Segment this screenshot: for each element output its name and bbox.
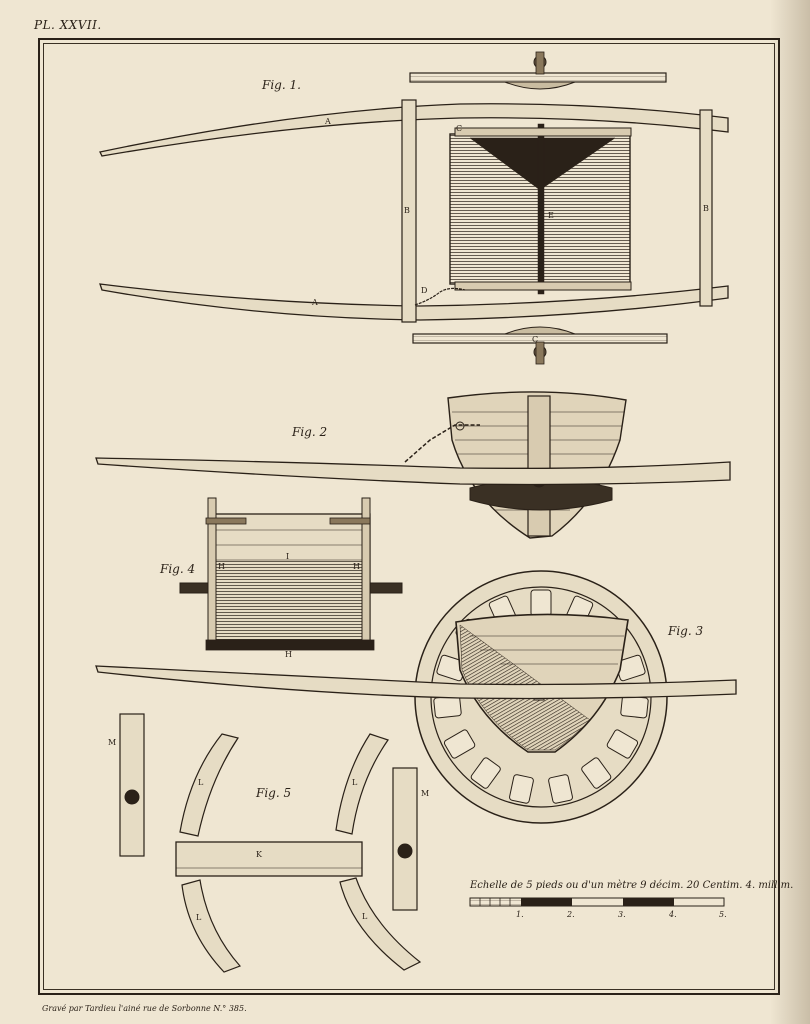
scale-caption: Echelle de 5 pieds ou d'un mètre 9 décim…: [470, 880, 794, 891]
part-letter-b-left: B: [404, 206, 410, 215]
part-m-right: [392, 767, 418, 911]
part-k: [175, 841, 363, 877]
part-letter-l-1: L: [198, 778, 204, 787]
scale-tick-2: 2.: [567, 910, 575, 919]
part-letter-h-right: H: [353, 562, 360, 571]
scale-bar: [469, 897, 725, 907]
plate-inner-border: [43, 43, 775, 990]
part-letter-k: K: [256, 850, 262, 859]
shaft-upper: [99, 103, 729, 157]
fig3-wheel-view: [95, 570, 737, 824]
part-letter-h-bottom: H: [285, 650, 292, 659]
fig1-cart-top-view: [99, 51, 729, 365]
plate-label: PL. XXVII.: [34, 18, 102, 32]
part-letter-a-upper: A: [325, 117, 331, 126]
part-letter-l-4: L: [362, 912, 368, 921]
part-letter-m-right: M: [421, 789, 430, 798]
fig3-label: Fig. 3: [668, 624, 704, 638]
fig5-label: Fig. 5: [256, 786, 292, 800]
part-letter-a-lower: A: [312, 298, 318, 307]
fig1-label: Fig. 1.: [262, 78, 301, 92]
scale-tick-3: 3.: [618, 910, 626, 919]
crossbar-right: [699, 109, 713, 307]
part-letter-m-left: M: [108, 738, 117, 747]
part-letter-c-top: C: [456, 124, 463, 133]
part-letter-d: D: [421, 286, 428, 295]
part-letter-b-right: B: [703, 204, 709, 213]
part-letter-l-2: L: [352, 778, 358, 787]
part-letter-e: E: [548, 211, 554, 220]
part-m-left: [119, 713, 145, 857]
fig5-parts: [119, 713, 422, 973]
fig4-body-end-view: [179, 497, 403, 651]
plate-border: [38, 38, 780, 995]
part-letter-i: I: [286, 552, 290, 561]
scale-tick-4: 4.: [669, 910, 677, 919]
engraver-credit: Gravé par Tardieu l'ainé rue de Sorbonne…: [42, 1004, 247, 1013]
part-letter-c-bottom: C: [532, 335, 539, 344]
fig4-label: Fig. 4: [160, 562, 196, 576]
crossbar-left: [401, 99, 417, 323]
scale-tick-1: 1.: [516, 910, 524, 919]
fig2-label: Fig. 2: [292, 425, 328, 439]
shaft-lower: [99, 283, 729, 321]
part-letter-h-left: H: [218, 562, 225, 571]
scale-tick-5: 5.: [719, 910, 727, 919]
part-letter-l-3: L: [196, 913, 202, 922]
page-edge-shadow: [770, 0, 810, 1024]
fig2-cart-side-view: [95, 391, 731, 539]
